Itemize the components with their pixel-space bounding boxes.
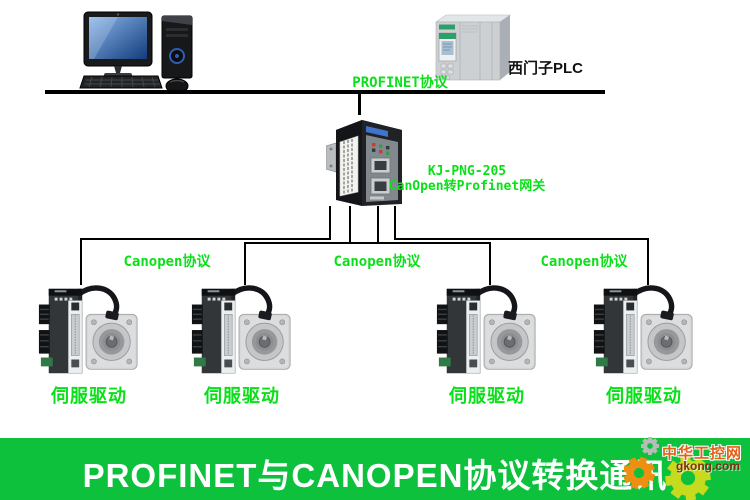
profinet-protocol-label: PROFINET协议 (352, 75, 448, 91)
banner-title: PROFINET与CANOPEN协议转换通讯 (82, 457, 668, 494)
desktop-computer-icon (79, 11, 193, 94)
gateway-description: CanOpen转Profinet网关 (388, 179, 546, 194)
gateway-model: KJ-PNG-205 (427, 164, 507, 179)
canopen-branch-left (80, 238, 331, 240)
servo-drive-label-4: 伺服驱动 (606, 386, 682, 407)
gateway-device-icon (326, 120, 402, 206)
drive3-drop-line (489, 242, 491, 285)
gateway-drop-line-3 (377, 206, 379, 244)
servo-drive-motor-icon (433, 284, 541, 381)
profinet-bus-line (45, 90, 605, 94)
gkong-watermark: 中华工控网 gkong.com (618, 426, 748, 500)
servo-drive-motor-icon (35, 284, 143, 381)
servo-drive-motor-icon (188, 284, 296, 381)
servo-drive-motor-icon (590, 284, 698, 381)
plc-label: 西门子PLC (508, 60, 584, 77)
servo-drive-label-1: 伺服驱动 (51, 386, 127, 407)
gateway-drop-line-1 (329, 206, 331, 240)
gateway-drop-line-4 (394, 206, 396, 240)
title-banner: PROFINET与CANOPEN协议转换通讯 中华工控网 gkong.com (0, 437, 750, 500)
servo-drive-label-2: 伺服驱动 (204, 386, 280, 407)
drive4-drop-line (647, 238, 649, 285)
canopen-protocol-label-3: Canopen协议 (540, 254, 628, 270)
canopen-branch-right (394, 238, 649, 240)
drive1-drop-line (80, 238, 82, 285)
drive2-drop-line (244, 242, 246, 285)
watermark-site-domain: gkong.com (676, 459, 741, 473)
bus-to-gateway-line (358, 93, 361, 115)
canopen-protocol-label-2: Canopen协议 (333, 254, 421, 270)
canopen-protocol-label-1: Canopen协议 (123, 254, 211, 270)
gateway-label: KJ-PNG-205 CanOpen转Profinet网关 (388, 164, 546, 194)
canopen-branch-middle (244, 242, 491, 244)
servo-drive-label-3: 伺服驱动 (449, 386, 525, 407)
watermark-site-name: 中华工控网 (662, 445, 743, 462)
gateway-drop-line-2 (349, 206, 351, 244)
plc-module-icon (435, 14, 511, 81)
